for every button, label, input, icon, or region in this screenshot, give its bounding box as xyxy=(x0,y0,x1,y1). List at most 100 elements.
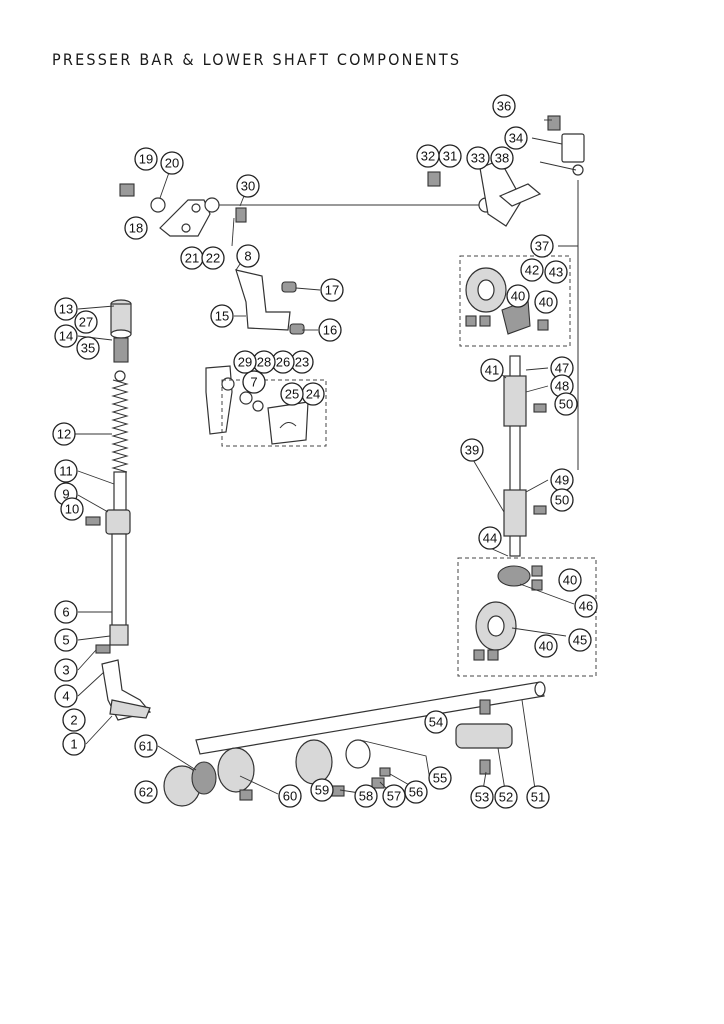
callout: 7 xyxy=(242,370,266,394)
callout: 55 xyxy=(428,766,452,790)
callout: 24 xyxy=(301,382,325,406)
callout: 44 xyxy=(478,526,502,550)
svg-text:51: 51 xyxy=(531,790,545,805)
svg-text:62: 62 xyxy=(139,785,153,800)
callout: 53 xyxy=(470,785,494,809)
callout: 11 xyxy=(54,459,78,483)
callout: 26 xyxy=(271,350,295,374)
callout: 13 xyxy=(54,297,78,321)
callout: 21 xyxy=(180,246,204,270)
callout: 49 xyxy=(550,468,574,492)
callout: 27 xyxy=(74,310,98,334)
callout: 42 xyxy=(520,258,544,282)
svg-text:21: 21 xyxy=(185,251,199,266)
page-title: PRESSER BAR & LOWER SHAFT COMPONENTS xyxy=(52,50,462,69)
callout: 18 xyxy=(124,216,148,240)
callout: 35 xyxy=(76,336,100,360)
svg-text:43: 43 xyxy=(549,265,563,280)
callout: 50 xyxy=(550,488,574,512)
svg-text:9: 9 xyxy=(62,487,69,502)
callout: 31 xyxy=(438,144,462,168)
callout: 30 xyxy=(236,174,260,198)
callout: 58 xyxy=(354,784,378,808)
callout: 45 xyxy=(568,628,592,652)
svg-text:17: 17 xyxy=(325,283,339,298)
svg-text:31: 31 xyxy=(443,149,457,164)
svg-text:29: 29 xyxy=(238,355,252,370)
svg-text:46: 46 xyxy=(579,599,593,614)
svg-text:20: 20 xyxy=(165,156,179,171)
callout: 32 xyxy=(416,144,440,168)
svg-text:32: 32 xyxy=(421,149,435,164)
callout: 15 xyxy=(210,304,234,328)
svg-text:44: 44 xyxy=(483,531,497,546)
callout: 19 xyxy=(134,147,158,171)
svg-text:38: 38 xyxy=(495,151,509,166)
svg-text:24: 24 xyxy=(306,387,320,402)
lower-shaft-assembly xyxy=(163,681,546,807)
callout: 25 xyxy=(280,382,304,406)
callout: 60 xyxy=(278,784,302,808)
svg-text:13: 13 xyxy=(59,302,73,317)
svg-text:48: 48 xyxy=(555,379,569,394)
svg-text:39: 39 xyxy=(465,443,479,458)
callout: 5 xyxy=(54,628,78,652)
vertical-shaft-assembly xyxy=(427,115,597,677)
svg-text:10: 10 xyxy=(65,502,79,517)
svg-text:23: 23 xyxy=(295,355,309,370)
svg-text:60: 60 xyxy=(283,789,297,804)
svg-text:26: 26 xyxy=(276,355,290,370)
svg-text:41: 41 xyxy=(485,363,499,378)
svg-text:40: 40 xyxy=(539,639,553,654)
callout: 61 xyxy=(134,734,158,758)
callout: 38 xyxy=(490,146,514,170)
svg-text:36: 36 xyxy=(497,99,511,114)
svg-text:57: 57 xyxy=(387,789,401,804)
svg-text:53: 53 xyxy=(475,790,489,805)
svg-text:22: 22 xyxy=(206,251,220,266)
callout: 34 xyxy=(504,126,528,150)
svg-text:55: 55 xyxy=(433,771,447,786)
svg-text:34: 34 xyxy=(509,131,523,146)
callout: 28 xyxy=(252,350,276,374)
svg-text:11: 11 xyxy=(59,464,73,479)
callout: 59 xyxy=(310,778,334,802)
svg-text:40: 40 xyxy=(511,289,525,304)
svg-text:37: 37 xyxy=(535,239,549,254)
callout: 62 xyxy=(134,780,158,804)
callout: 10 xyxy=(60,497,84,521)
callout: 50 xyxy=(554,392,578,416)
svg-text:35: 35 xyxy=(81,341,95,356)
callout: 51 xyxy=(526,785,550,809)
svg-text:8: 8 xyxy=(244,249,251,264)
callout: 39 xyxy=(460,438,484,462)
svg-text:2: 2 xyxy=(70,713,77,728)
lifter-linkage xyxy=(119,183,494,447)
svg-text:45: 45 xyxy=(573,633,587,648)
svg-text:25: 25 xyxy=(285,387,299,402)
svg-text:61: 61 xyxy=(139,739,153,754)
svg-text:40: 40 xyxy=(539,295,553,310)
callout: 33 xyxy=(466,146,490,170)
svg-text:50: 50 xyxy=(559,397,573,412)
callout: 40 xyxy=(506,284,530,308)
svg-text:42: 42 xyxy=(525,263,539,278)
svg-text:56: 56 xyxy=(409,785,423,800)
svg-text:58: 58 xyxy=(359,789,373,804)
callout: 57 xyxy=(382,784,406,808)
callout: 14 xyxy=(54,324,78,348)
callout: 4 xyxy=(54,684,78,708)
callout: 37 xyxy=(530,234,554,258)
callout: 54 xyxy=(424,710,448,734)
callout: 20 xyxy=(160,151,184,175)
callout: 2 xyxy=(62,708,86,732)
callout: 22 xyxy=(201,246,225,270)
svg-text:52: 52 xyxy=(499,790,513,805)
callout: 40 xyxy=(558,568,582,592)
svg-text:54: 54 xyxy=(429,715,443,730)
svg-text:7: 7 xyxy=(250,375,257,390)
svg-text:40: 40 xyxy=(563,573,577,588)
svg-text:27: 27 xyxy=(79,315,93,330)
callout: 29 xyxy=(233,350,257,374)
